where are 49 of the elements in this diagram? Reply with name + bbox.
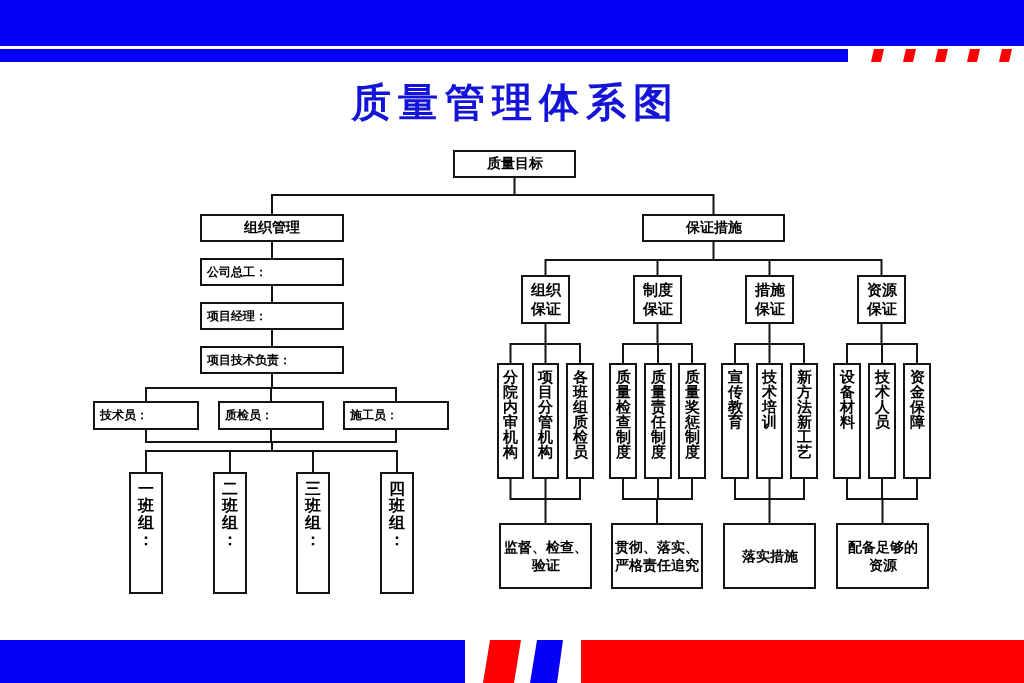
chart-box: 落实措施	[723, 523, 816, 589]
chart-box: 公司总工：	[200, 258, 344, 286]
diagram-title: 质量管理体系图	[350, 79, 680, 127]
chart-box: 技术员：	[93, 401, 199, 430]
vertical-box: 项目分管机构	[532, 363, 559, 479]
vertical-box: 新方法新工艺	[790, 363, 818, 479]
vertical-box: 技术培训	[756, 363, 783, 479]
connector-line	[544, 241, 883, 276]
chart-box: 组织管理	[200, 214, 344, 242]
connector-line	[734, 478, 805, 524]
vertical-box: 质量检查制度	[609, 363, 637, 479]
vertical-box: 一班组：	[129, 472, 163, 594]
connector-line	[145, 429, 398, 473]
chart-box: 项目经理：	[200, 302, 344, 330]
chart-box: 监督、检查、验证	[499, 523, 592, 589]
chart-box: 资源保证	[857, 275, 906, 324]
vertical-box: 宣传教育	[721, 363, 749, 479]
connector-line	[622, 323, 693, 364]
connector-line	[145, 373, 397, 402]
vertical-box: 设备材料	[833, 363, 861, 479]
chart-box: 质检员：	[218, 401, 324, 430]
chart-box: 质量目标	[453, 150, 576, 178]
connector-line	[271, 241, 273, 259]
vertical-box: 质量奖惩制度	[678, 363, 706, 479]
chart-box: 施工员：	[343, 401, 449, 430]
vertical-box: 四班组：	[380, 472, 414, 594]
connector-line	[734, 323, 805, 364]
connector-line	[846, 478, 918, 524]
vertical-box: 分院内审机构	[497, 363, 524, 479]
vertical-box: 二班组：	[213, 472, 247, 594]
vertical-box: 三班组：	[296, 472, 330, 594]
vertical-box: 技术人员	[868, 363, 896, 479]
vertical-box: 质量责任制度	[644, 363, 672, 479]
vertical-box: 各班组质检员	[566, 363, 594, 479]
chart-box: 配备足够的资源	[836, 523, 929, 589]
connector-line	[846, 323, 918, 364]
chart-box: 组织保证	[521, 275, 570, 324]
connector-line	[271, 329, 273, 347]
connector-line	[622, 478, 693, 524]
connector-line	[271, 285, 273, 303]
chart-box: 保证措施	[642, 214, 785, 242]
connector-line	[271, 177, 715, 215]
vertical-box: 资金保障	[903, 363, 931, 479]
chart-box: 项目技术负责：	[200, 346, 344, 374]
connector-line	[509, 478, 581, 524]
chart-box: 措施保证	[745, 275, 794, 324]
chart-box: 制度保证	[633, 275, 682, 324]
connector-line	[509, 323, 581, 364]
chart-box: 贯彻、落实、严格责任追究	[611, 523, 703, 589]
